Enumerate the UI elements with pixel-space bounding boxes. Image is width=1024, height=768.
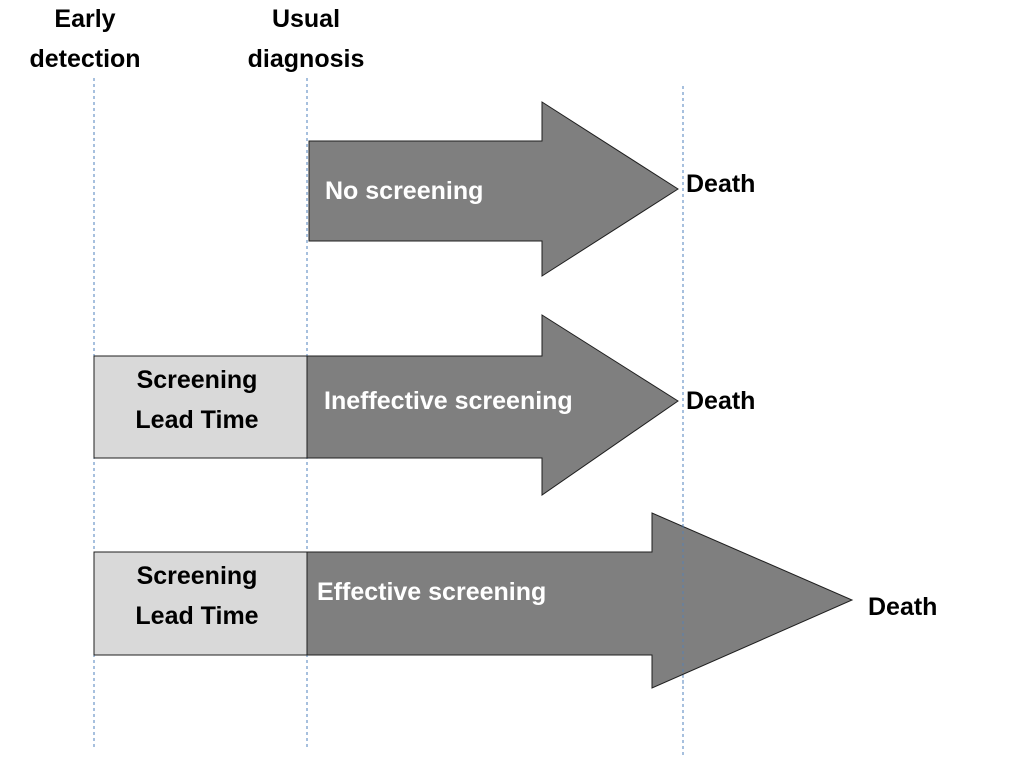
early-detection-header-line2: detection <box>29 45 140 73</box>
lead-time-box-row2 <box>93 355 308 459</box>
lead-time-label-row2-line1: Screening <box>137 366 258 394</box>
ineffective-screening-label: Ineffective screening <box>324 387 573 415</box>
no-screening-label: No screening <box>325 177 483 205</box>
death-label-row3: Death <box>868 593 937 621</box>
lead-time-label-row3-line2: Lead Time <box>135 602 258 630</box>
lead-time-label-row2-line2: Lead Time <box>135 406 258 434</box>
ineffective-screening-arrow <box>306 314 679 496</box>
effective-screening-label: Effective screening <box>317 578 546 606</box>
usual-diagnosis-header-line2: diagnosis <box>248 45 365 73</box>
effective-screening-arrow <box>306 512 854 689</box>
early-detection-header-line1: Early <box>54 5 115 33</box>
death-label-row1: Death <box>686 170 755 198</box>
no-screening-arrow <box>308 101 679 277</box>
death-label-row2: Death <box>686 387 755 415</box>
lead-time-label-row3-line1: Screening <box>137 562 258 590</box>
usual-diagnosis-header-line1: Usual <box>272 5 340 33</box>
lead-time-box-row3 <box>93 551 308 656</box>
